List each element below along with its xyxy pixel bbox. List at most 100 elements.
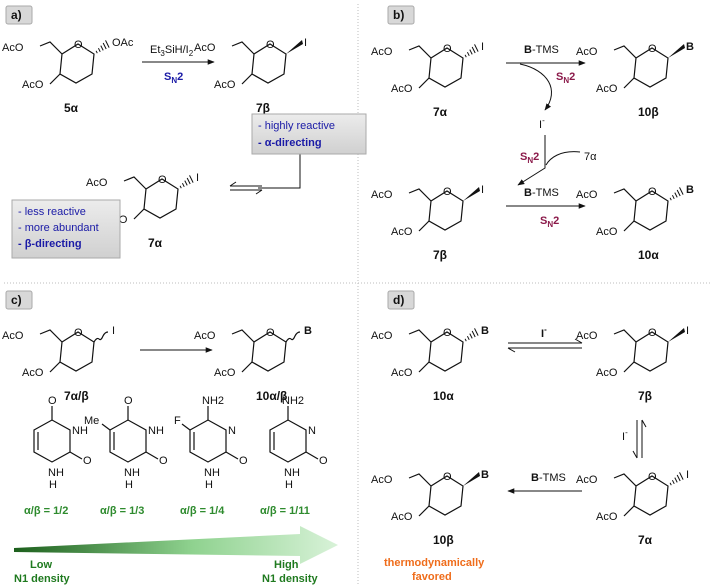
ring-oxygen: O — [648, 186, 657, 198]
acetoxy-label-c6: AcO — [371, 189, 393, 201]
low-density-line-2: N1 density — [14, 573, 71, 585]
compound-number: 10β — [638, 105, 659, 119]
anomeric-substituent: I — [304, 37, 307, 49]
n1-hydrogen: H — [205, 479, 213, 491]
compound-number: 7α/β — [64, 389, 89, 403]
ring-nitrogen: N — [228, 425, 236, 437]
acetate-bond — [49, 361, 61, 373]
anomer-ratio: α/β = 1/4 — [180, 505, 225, 517]
note-right-line-2: - α-directing — [258, 137, 322, 149]
n1-nitrogen: NH — [204, 467, 220, 479]
ring-oxygen: O — [648, 327, 657, 339]
anomer-ratio: α/β = 1/2 — [24, 505, 68, 517]
arrow-b-7alpha-curve — [545, 151, 581, 166]
ch2-bond — [408, 473, 432, 487]
acetoxy-label-c4: AcO — [22, 367, 44, 379]
ch2-bond — [613, 329, 637, 343]
acetoxy-label-c4: AcO — [596, 226, 618, 238]
acetoxy-label-c6: AcO — [371, 474, 393, 486]
panel-label-b-text: b) — [393, 8, 404, 22]
compound-number: 7β — [638, 389, 652, 403]
acetate-bond — [623, 361, 635, 373]
carbonyl-oxygen: O — [239, 455, 248, 467]
anomeric-substituent: I — [481, 184, 484, 196]
note-left-line-3: - β-directing — [18, 238, 82, 250]
n1-hydrogen: H — [125, 479, 133, 491]
acetate-bond — [418, 505, 430, 517]
ch2-bond — [613, 473, 637, 487]
c5-substituent: Me — [84, 415, 99, 427]
acetate-bond — [418, 361, 430, 373]
acetoxy-label-c6: AcO — [576, 474, 598, 486]
note-less-reactive: - less reactive - more abundant - β-dire… — [11, 199, 121, 259]
acetoxy-label-c4: AcO — [214, 79, 236, 91]
arrow-b-iodide-release — [519, 63, 552, 111]
anomeric-substituent: B — [481, 325, 489, 337]
anomeric-substituent: I — [481, 41, 484, 53]
panel-label-a-text: a) — [11, 8, 22, 22]
mechanism-a: SN2 — [164, 71, 183, 85]
ch2-bond — [408, 188, 432, 202]
anomer-ratio: α/β = 1/3 — [100, 505, 144, 517]
ch2-bond — [39, 41, 63, 55]
pyrimidine-ring — [109, 419, 147, 463]
note-left-line-2: - more abundant — [18, 222, 99, 234]
wedge-bond — [668, 44, 685, 58]
anomeric-substituent: B — [686, 184, 694, 196]
sn2-b-top: SN2 — [556, 71, 575, 85]
n1-hydrogen: H — [49, 479, 57, 491]
arrow-b-attack — [517, 135, 546, 186]
ring-oxygen: O — [266, 327, 275, 339]
acetate-bond — [133, 208, 145, 220]
reagent-b-bottom: B-TMS — [524, 187, 559, 199]
acetoxy-label-c6: AcO — [576, 46, 598, 58]
acetoxy-label-c6: AcO — [371, 46, 393, 58]
ch2-bond — [231, 41, 255, 55]
ch2-bond — [231, 329, 255, 343]
ring-oxygen: O — [158, 174, 167, 186]
anomeric-substituent: B — [686, 41, 694, 53]
compound-number: 7α — [148, 236, 163, 250]
compound-number: 10α — [433, 389, 454, 403]
panel-label-a: a) — [5, 5, 33, 25]
note-left-line-1: - less reactive — [18, 206, 86, 218]
acetoxy-label-c6: AcO — [2, 330, 24, 342]
acetoxy-label-c6: AcO — [2, 42, 24, 54]
ring-oxygen: O — [74, 327, 83, 339]
compound-number: 7β — [256, 101, 270, 115]
acetate-bond — [241, 73, 253, 85]
sn2-b-bottom: SN2 — [540, 215, 559, 229]
thermo-line-2: favored — [412, 571, 452, 583]
wedge-bond — [463, 187, 480, 201]
density-gradient-arrow — [14, 526, 338, 564]
anomer-ratio: α/β = 1/11 — [260, 505, 310, 517]
panel-label-d: d) — [387, 290, 415, 310]
reagent-b-mid: 7α — [584, 151, 597, 163]
ring-oxygen: O — [443, 327, 452, 339]
anomeric-substituent: I — [686, 469, 689, 481]
equilibrium-connector-a — [258, 150, 301, 189]
compound-number: 7β — [433, 248, 447, 262]
acetoxy-label-c4: AcO — [596, 511, 618, 523]
low-density-line-1: Low — [30, 559, 52, 571]
acetate-bond — [623, 77, 635, 89]
wavy-bond — [93, 331, 109, 343]
acetoxy-label-c4: AcO — [596, 367, 618, 379]
ring-nitrogen: N — [308, 425, 316, 437]
ring-oxygen: O — [266, 39, 275, 51]
acetoxy-label-c6: AcO — [194, 330, 216, 342]
amine-group: NH2 — [202, 395, 224, 407]
ring-oxygen: O — [443, 43, 452, 55]
acetate-bond — [49, 73, 61, 85]
ring-nitrogen: NH — [148, 425, 164, 437]
